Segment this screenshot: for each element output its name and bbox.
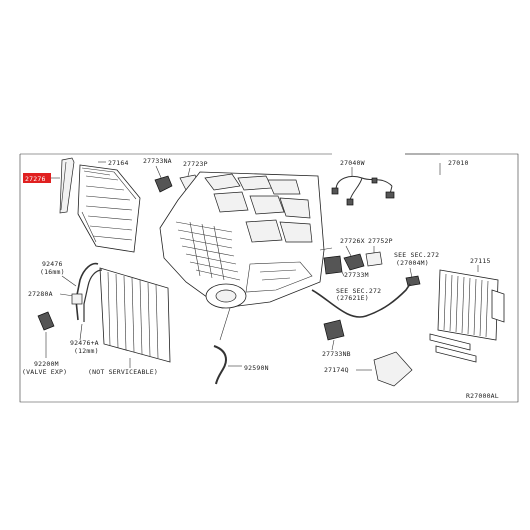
part-27752P-label: 27752P <box>368 237 393 245</box>
part-27280A-label: 27280A <box>28 290 53 298</box>
diagram-code: R27000AL <box>466 392 499 400</box>
part-92200M-expansion-valve[interactable] <box>37 311 55 331</box>
assembly-frame <box>19 153 519 403</box>
part-92590N-drain-hose[interactable] <box>213 345 228 385</box>
part-27726X-label: 27726X <box>340 237 365 245</box>
part-27004M-sensor[interactable] <box>405 275 421 287</box>
part-27174Q-pad[interactable] <box>373 351 413 387</box>
part-27733NB-label: 27733NB <box>322 350 351 358</box>
part-92200M-note: (VALVE EXP) <box>22 368 67 376</box>
part-27164-label: 27164 <box>108 159 129 167</box>
part-27174Q-label: 27174Q <box>324 366 349 374</box>
part-92476A-size: (12mm) <box>74 347 99 355</box>
part-92476-size: (16mm) <box>40 268 65 276</box>
part-27733NB-actuator[interactable] <box>323 319 345 341</box>
see-sec-272-b-ref: (27621E) <box>336 294 369 302</box>
evaporator-assembly[interactable] <box>71 262 171 363</box>
part-27010-label: 27010 <box>448 159 469 167</box>
part-27040W-label: 27040W <box>340 159 365 167</box>
see-sec-272-a-label: SEE SEC.272 <box>394 251 439 259</box>
part-27276-label: 27276 <box>25 175 46 183</box>
part-27276-highlight-box[interactable] <box>23 173 51 183</box>
part-27040W-harness[interactable] <box>335 176 393 201</box>
part-27733NA-label: 27733NA <box>143 157 172 165</box>
part-27723P-label: 27723P <box>183 160 208 168</box>
part-27115-label: 27115 <box>470 257 491 265</box>
part-92476-label: 92476 <box>42 260 63 268</box>
part-27276-seal-strip[interactable] <box>59 157 75 214</box>
see-sec-272-b-label: SEE SEC.272 <box>336 287 381 295</box>
part-27164-air-filter[interactable] <box>77 164 141 253</box>
heater-unit-assembly[interactable] <box>159 171 325 309</box>
part-27726X-sensor[interactable] <box>343 253 365 271</box>
not-serviceable-note: (NOT SERVICEABLE) <box>88 368 158 376</box>
part-27733NA-actuator[interactable] <box>154 175 173 193</box>
part-27752P-bracket[interactable] <box>365 251 383 267</box>
part-27115-heater-core[interactable] <box>429 269 505 363</box>
part-92476A-label: 92476+A <box>70 339 99 347</box>
part-27621E-aspirator-hose[interactable] <box>311 283 411 318</box>
part-27733M-label: 27733M <box>344 271 369 279</box>
part-27733M-actuator[interactable] <box>323 255 343 275</box>
see-sec-272-a-ref: (27004M) <box>396 259 429 267</box>
part-92590N-label: 92590N <box>244 364 269 372</box>
part-92200M-label: 92200M <box>34 360 59 368</box>
